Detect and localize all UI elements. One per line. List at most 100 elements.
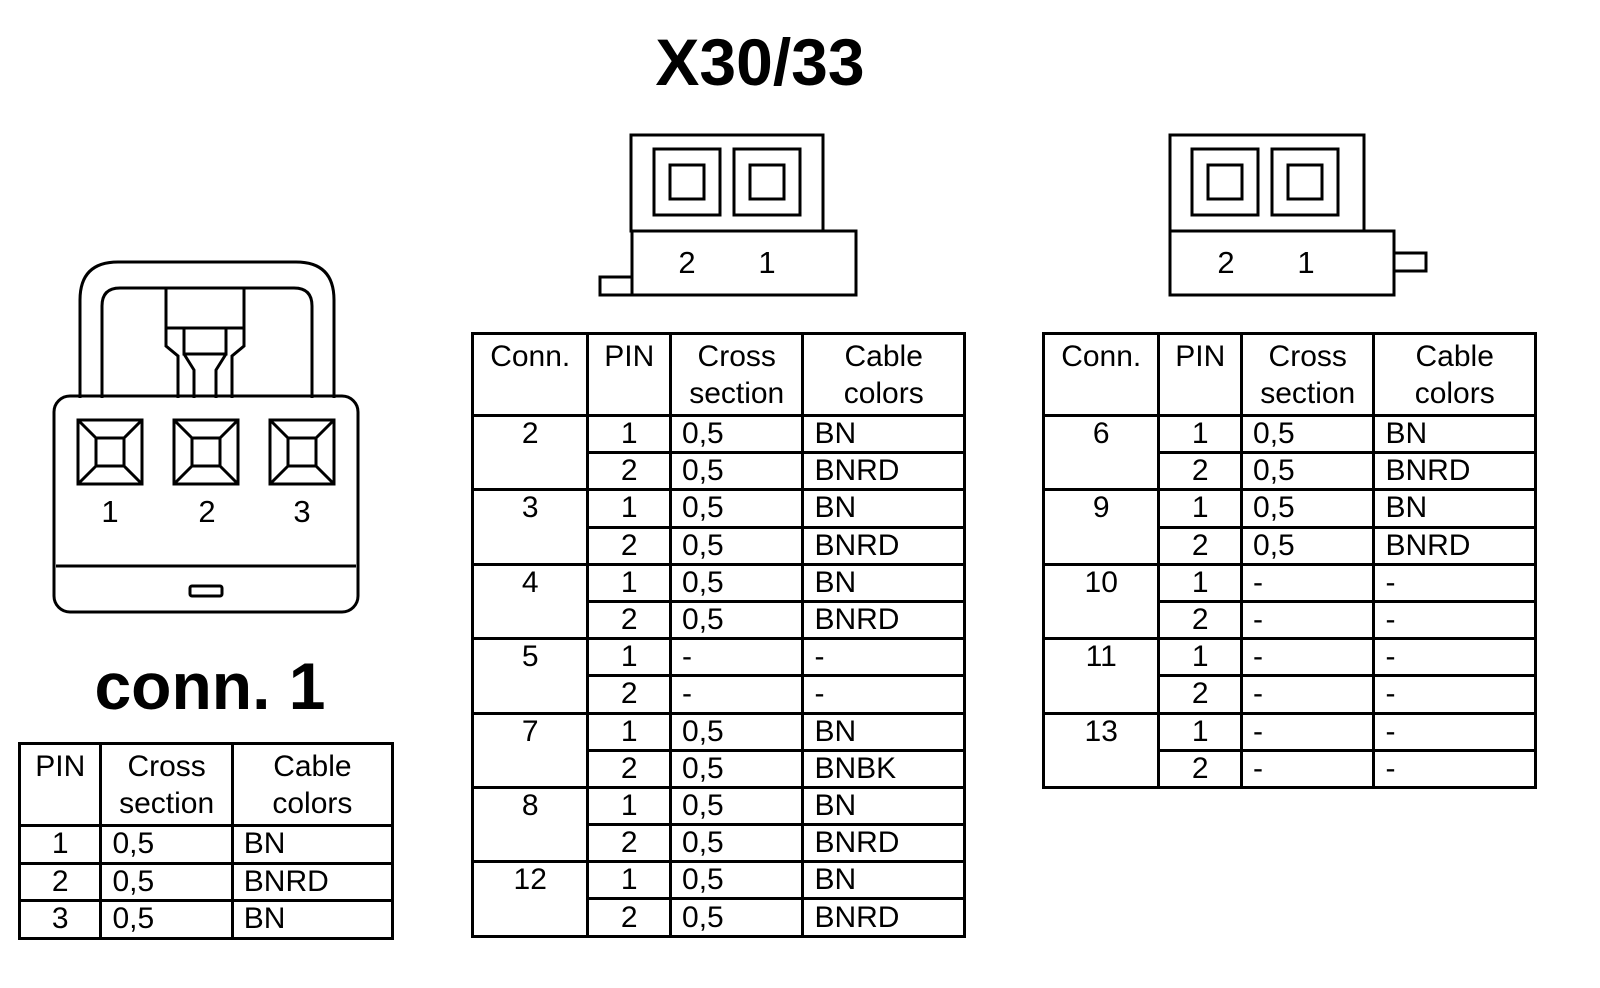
cross-section-cell: 0,5 <box>669 860 805 901</box>
cable-color-cell: BNRD <box>801 451 966 492</box>
x30-right-pin-label: 2 <box>1217 245 1234 280</box>
header-cross-section: Cross section <box>1240 332 1376 417</box>
conn1-pin-label: 2 <box>198 494 215 529</box>
cross-section-cell: 0,5 <box>669 823 805 864</box>
cross-section-cell: - <box>1240 711 1376 752</box>
pin-cell: 1 <box>586 637 673 678</box>
cross-section-cell: 0,5 <box>1240 525 1376 566</box>
conn1-wiring-table: PIN Cross section Cable colors 1 0,5 BN … <box>17 742 395 940</box>
cable-color-cell: BN <box>801 711 966 752</box>
pin-cell: 2 <box>1157 451 1244 492</box>
cross-section-cell: 0,5 <box>1240 413 1376 455</box>
table-row: 2-- <box>1044 748 1537 789</box>
cross-section-cell: - <box>1240 562 1376 603</box>
cable-color-cell: BN <box>801 860 966 901</box>
pin-cell: 2 <box>1157 599 1244 641</box>
conn1-pin-label: 1 <box>101 494 118 529</box>
conn-cell: 2 <box>470 413 590 492</box>
cross-section-cell: 0,5 <box>669 599 805 641</box>
pin-cell: 2 <box>586 823 673 864</box>
table-row: 2-- <box>1044 674 1537 715</box>
header-cable-colors: Cable colors <box>801 332 966 417</box>
conn-cell: 8 <box>470 785 590 864</box>
pin-cell: 2 <box>1157 674 1244 715</box>
pin-cell: 1 <box>17 824 103 865</box>
conn1-connector-drawing: 1 2 3 <box>52 260 360 614</box>
header-cable-colors: Cable colors <box>1372 332 1537 417</box>
cross-section-cell: 0,5 <box>669 711 805 752</box>
cross-section-cell: 0,5 <box>669 451 805 492</box>
pin-cell: 2 <box>1157 748 1244 789</box>
cable-color-cell: BNRD <box>801 599 966 641</box>
cross-section-cell: 0,5 <box>99 824 234 865</box>
pin-cell: 1 <box>1157 413 1244 455</box>
header-pin: PIN <box>1157 332 1244 417</box>
cross-section-cell: 0,5 <box>669 488 805 529</box>
pin-cell: 2 <box>1157 525 1244 566</box>
x30-right-pin-label: 1 <box>1297 245 1314 280</box>
cross-section-cell: 0,5 <box>669 785 805 827</box>
cross-section-cell: 0,5 <box>1240 451 1376 492</box>
cross-section-cell: 0,5 <box>99 899 234 940</box>
cable-color-cell: - <box>1372 637 1537 678</box>
cable-color-cell: BN <box>801 785 966 827</box>
pin-cell: 2 <box>586 599 673 641</box>
cable-color-cell: BN <box>1372 413 1537 455</box>
cable-color-cell: - <box>801 674 966 715</box>
pin-cell: 2 <box>586 525 673 566</box>
pin-cell: 2 <box>586 451 673 492</box>
header-conn: Conn. <box>1041 332 1161 417</box>
pin-cell: 1 <box>1157 637 1244 678</box>
conn-cell: 10 <box>1041 562 1161 641</box>
pin-cell: 2 <box>586 674 673 715</box>
cable-color-cell: - <box>1372 674 1537 715</box>
cross-section-cell: - <box>1240 674 1376 715</box>
cross-section-cell: 0,5 <box>669 562 805 603</box>
cable-color-cell: BN <box>1372 488 1537 529</box>
table-row: 3 0,5 BN <box>17 899 395 940</box>
cable-color-cell: BNRD <box>801 823 966 864</box>
header-pin: PIN <box>17 742 103 827</box>
diagram-title: X30/33 <box>655 25 865 99</box>
conn-cell: 7 <box>470 711 590 789</box>
pin-cell: 1 <box>586 562 673 603</box>
conn-cell: 12 <box>470 860 590 938</box>
pin-cell: 2 <box>586 748 673 789</box>
cable-color-cell: BN <box>801 413 966 455</box>
pin-cell: 1 <box>586 711 673 752</box>
conn-cell: 4 <box>470 562 590 641</box>
pin-cell: 1 <box>586 860 673 901</box>
pin-cell: 1 <box>1157 711 1244 752</box>
table-row: 1 0,5 BN <box>17 824 395 865</box>
cross-section-cell: 0,5 <box>669 413 805 455</box>
cross-section-cell: - <box>669 674 805 715</box>
cable-color-cell: BNRD <box>801 525 966 566</box>
pin-cell: 1 <box>1157 488 1244 529</box>
pin-cell: 1 <box>586 413 673 455</box>
cable-color-cell: BNRD <box>1372 525 1537 566</box>
cable-color-cell: - <box>1372 562 1537 603</box>
conn1-title: conn. 1 <box>94 649 326 723</box>
header-cable-colors: Cable colors <box>230 742 395 827</box>
cable-color-cell: - <box>1372 599 1537 641</box>
conn-cell: 13 <box>1041 711 1161 789</box>
table-row: 2-- <box>1044 599 1537 641</box>
cable-color-cell: BNRD <box>801 897 966 938</box>
cable-color-cell: - <box>1372 711 1537 752</box>
conn1-pin-label: 3 <box>293 494 310 529</box>
